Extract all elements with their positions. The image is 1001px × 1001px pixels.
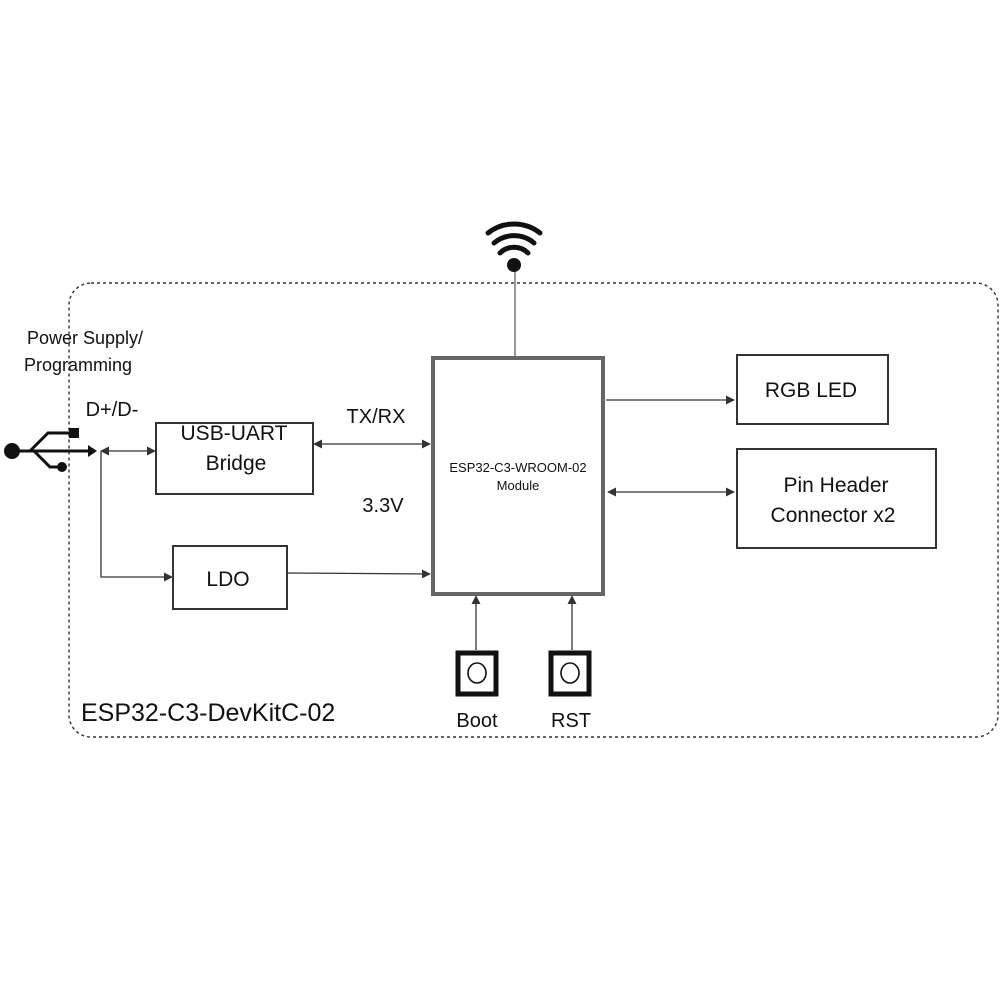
ldo-label: LDO (206, 568, 249, 591)
boot-label: Boot (456, 710, 498, 732)
usb-to-ldo-line (100, 451, 173, 582)
power-label: 3.3V (362, 495, 404, 517)
rgb-led-label: RGB LED (765, 379, 857, 402)
rgb-led-block (736, 354, 889, 425)
module-label: ESP32-C3-WROOM-02 (449, 460, 586, 475)
module-block (431, 356, 605, 596)
board-label: ESP32-C3-DevKitC-02 (81, 699, 335, 727)
usb-uart-bridge-label: USB-UART (181, 422, 288, 445)
boot-button (455, 650, 499, 697)
power-line (287, 569, 431, 579)
board-outline (68, 282, 999, 738)
usb-signal-label: D+/D- (86, 399, 139, 421)
pin-header-label: Pin Header (783, 474, 888, 497)
rst-button (548, 650, 592, 697)
programming-label: Programming (24, 355, 132, 375)
pin-header-block (736, 448, 937, 549)
pin-header-label-2: Connector x2 (771, 504, 896, 527)
usb-uart-bridge-label-2: Bridge (206, 452, 267, 475)
txrx-label: TX/RX (347, 406, 406, 428)
module-label-2: Module (497, 478, 540, 493)
power-supply-label: Power Supply/ (27, 328, 143, 348)
usb-uart-bridge-block (155, 422, 314, 495)
rst-label: RST (551, 710, 591, 732)
ldo-block (172, 545, 288, 610)
wifi-icon (485, 221, 543, 272)
usb-icon (4, 428, 97, 472)
